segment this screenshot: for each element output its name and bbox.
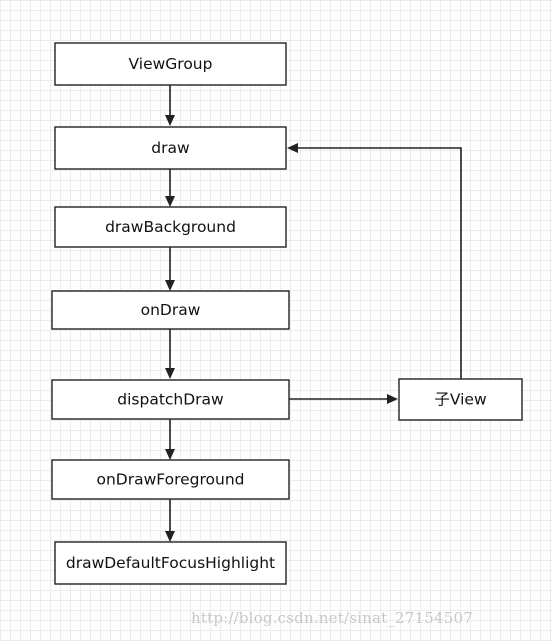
node-draw[interactable]: draw [54,126,287,170]
watermark-url: http://blog.csdn.net/sinat_27154507 [191,609,474,627]
node-drawbackground[interactable]: drawBackground [54,206,287,248]
node-draw-label: draw [151,139,190,157]
node-dispatchdraw[interactable]: dispatchDraw [51,379,290,420]
arrow-draw-to-drawbackground [165,169,175,207]
node-childview[interactable]: 子View [398,378,523,421]
node-ondrawforeground[interactable]: onDrawForeground [51,459,290,500]
node-ondraw-label: onDraw [141,301,201,319]
node-drawbackground-label: drawBackground [105,218,236,236]
arrow-dispatchdraw-to-ondrawforeground [165,419,175,460]
node-ondrawforeground-label: onDrawForeground [96,471,244,489]
node-drawdefaultfocushighlight-label: drawDefaultFocusHighlight [66,554,275,572]
node-dispatchdraw-label: dispatchDraw [117,391,224,409]
arrow-ondraw-to-dispatchdraw [165,329,175,379]
arrow-childview-loop-to-draw [287,143,462,379]
node-childview-label: 子View [434,391,487,409]
arrow-drawbackground-to-ondraw [165,247,175,291]
node-viewgroup-label: ViewGroup [129,55,213,73]
node-drawdefaultfocushighlight[interactable]: drawDefaultFocusHighlight [54,541,287,585]
node-ondraw[interactable]: onDraw [51,290,290,330]
arrow-dispatchdraw-to-childview [289,394,398,404]
arrow-ondrawforeground-to-drawdefaultfocushighlight [165,499,175,542]
arrow-viewgroup-to-draw [165,85,175,126]
node-viewgroup[interactable]: ViewGroup [54,42,287,86]
